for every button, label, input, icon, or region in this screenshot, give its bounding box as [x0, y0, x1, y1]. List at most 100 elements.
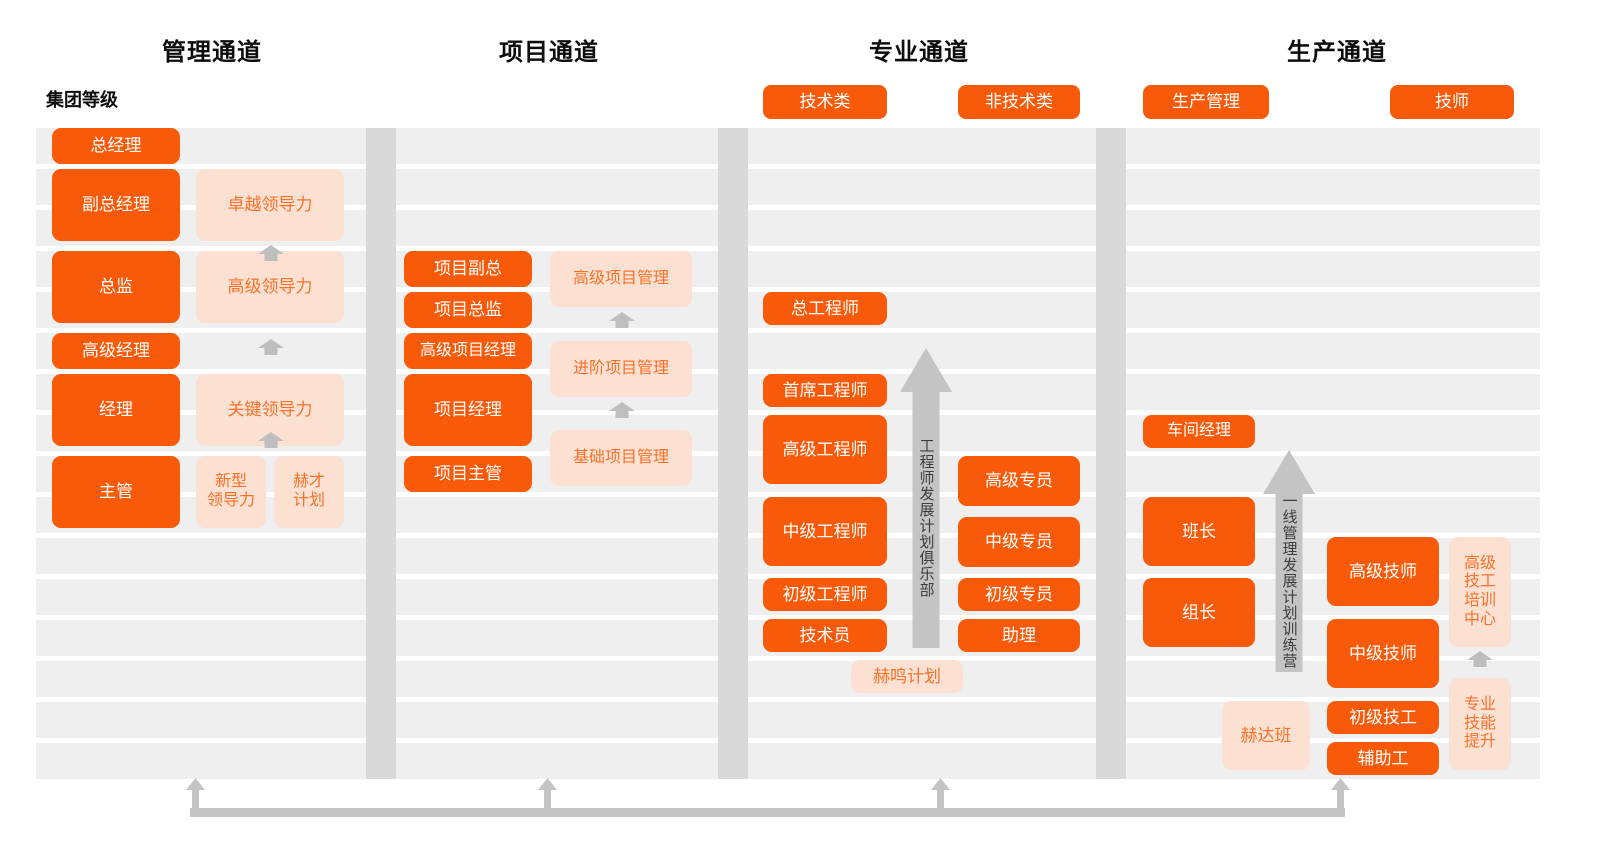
position-box-label: 总工程师	[791, 298, 859, 318]
position-box-chuji-zhuanyuan[interactable]: 初级专员	[958, 578, 1080, 611]
grade-row	[36, 128, 1540, 164]
subcategory-pill-2[interactable]: 生产管理	[1143, 85, 1269, 119]
position-box-zuzhang[interactable]: 组长	[1143, 578, 1255, 647]
position-box-label: 新型领导力	[206, 473, 255, 509]
position-box-zhongji-zhuanyuan[interactable]: 中级专员	[958, 517, 1080, 567]
position-box-label: 高级经理	[82, 341, 150, 361]
position-box-label: 进阶项目管理	[572, 359, 669, 377]
position-box-zhuli[interactable]: 助理	[958, 619, 1080, 652]
grade-row	[36, 333, 1540, 369]
position-box-label: 初级技工	[1349, 707, 1417, 727]
position-box-heda-ban[interactable]: 赫达班	[1222, 701, 1310, 770]
position-box-gaoji-lingdaoli[interactable]: 高级领导力	[196, 251, 344, 323]
position-box-zongjingli[interactable]: 总经理	[52, 128, 180, 164]
position-box-label: 首席工程师	[782, 380, 868, 400]
subcategory-pill-0[interactable]: 技术类	[763, 85, 887, 119]
position-box-xiangmu-jingli[interactable]: 项目经理	[404, 374, 532, 446]
position-box-label: 主管	[99, 482, 133, 502]
arrow-xiangmu-1-icon	[609, 312, 635, 328]
position-box-zongjian[interactable]: 总监	[52, 251, 180, 323]
position-box-label: 中级工程师	[782, 521, 868, 541]
arrow-jigong-1-icon	[1467, 651, 1493, 667]
position-box-label: 中级技师	[1349, 643, 1417, 663]
position-box-label: 组长	[1182, 602, 1216, 622]
position-box-zhongji-gongchengshi[interactable]: 中级工程师	[763, 497, 887, 566]
position-box-zhuoyue-lingdaoli[interactable]: 卓越领导力	[196, 169, 344, 241]
position-box-gaoji-gongchengshi[interactable]: 高级工程师	[763, 415, 887, 484]
position-box-banzhang[interactable]: 班长	[1143, 497, 1255, 566]
position-box-zhuanye-jineng-tisheng[interactable]: 专业技能提升	[1449, 678, 1511, 770]
bottom-connector-svg	[186, 778, 1350, 817]
arrow-guanli-1-icon	[258, 245, 284, 261]
channel-title-0: 管理通道	[162, 39, 262, 66]
position-box-label: 专业技能提升	[1463, 696, 1496, 751]
gongchengshi-fazhan-jihua-julebu-arrow: 工程师发展计划俱乐部	[900, 348, 952, 648]
position-box-label: 高级项目经理	[419, 341, 516, 359]
grade-row	[36, 702, 1540, 738]
position-box-label: 班长	[1182, 521, 1216, 541]
position-box-gaoji-jigong-peixun-zhongxin[interactable]: 高级技工培训中心	[1449, 537, 1511, 647]
position-box-label: 总经理	[90, 136, 142, 156]
position-box-label: 辅助工	[1357, 748, 1409, 768]
channel-title-2: 专业通道	[869, 39, 969, 66]
position-box-label: 关键领导力	[227, 400, 313, 420]
position-box-fuzongjingli[interactable]: 副总经理	[52, 169, 180, 241]
position-box-label: 技术员	[799, 625, 851, 645]
subcategory-pill-3[interactable]: 技师	[1390, 85, 1514, 119]
position-box-gaojijingli[interactable]: 高级经理	[52, 333, 180, 369]
position-box-label: 卓越领导力	[227, 195, 313, 215]
position-box-label: 赫达班	[1240, 725, 1292, 745]
position-box-gaoji-zhuanyuan[interactable]: 高级专员	[958, 456, 1080, 506]
position-box-heming-jihua[interactable]: 赫鸣计划	[851, 660, 963, 693]
position-box-zhuguan[interactable]: 主管	[52, 456, 180, 528]
position-box-jichu-xiangmu-guanli[interactable]: 基础项目管理	[550, 430, 692, 486]
position-box-chuji-jigong[interactable]: 初级技工	[1327, 701, 1439, 734]
position-box-jinjie-xiangmu-guanli[interactable]: 进阶项目管理	[550, 341, 692, 397]
position-box-gaoji-xiangmu-jingli[interactable]: 高级项目经理	[404, 333, 532, 369]
position-box-label: 经理	[99, 400, 133, 420]
position-box-xinxing-lingdaoli[interactable]: 新型领导力	[196, 456, 266, 528]
position-box-hecai-jihua[interactable]: 赫才计划	[274, 456, 344, 528]
position-box-zonggongchengshi[interactable]: 总工程师	[763, 292, 887, 325]
position-box-label: 初级专员	[985, 584, 1053, 604]
position-box-gaoji-xiangmu-guanli[interactable]: 高级项目管理	[550, 251, 692, 307]
position-box-label: 初级工程师	[782, 584, 868, 604]
channel-divider-2	[1096, 128, 1126, 779]
group-grade-label: 集团等级	[46, 90, 118, 110]
position-box-label: 高级技师	[1349, 561, 1417, 581]
position-box-gaoji-jishi[interactable]: 高级技师	[1327, 537, 1439, 606]
position-box-label: 高级领导力	[227, 277, 313, 297]
position-box-label: 项目总监	[434, 300, 502, 320]
channel-divider-0	[366, 128, 396, 779]
position-box-label: 中级专员	[985, 532, 1053, 552]
arrow-guanli-3-icon	[258, 432, 284, 448]
position-box-xiangmu-zhuguan[interactable]: 项目主管	[404, 456, 532, 492]
position-box-label: 助理	[1002, 625, 1036, 645]
bottom-connector	[0, 770, 1600, 830]
position-box-xiangmu-zongjian[interactable]: 项目总监	[404, 292, 532, 328]
position-box-jingli[interactable]: 经理	[52, 374, 180, 446]
position-box-label: 车间经理	[1166, 422, 1231, 440]
position-box-label: 总监	[99, 277, 133, 297]
gongchengshi-fazhan-jihua-julebu-label: 工程师发展计划俱乐部	[917, 438, 935, 598]
position-box-label: 副总经理	[82, 195, 150, 215]
position-box-label: 高级工程师	[782, 439, 868, 459]
position-box-label: 基础项目管理	[572, 448, 669, 466]
position-box-shouxi-gongchengshi[interactable]: 首席工程师	[763, 374, 887, 407]
position-box-label: 项目主管	[434, 464, 502, 484]
position-box-label: 高级专员	[985, 471, 1053, 491]
channel-divider-1	[718, 128, 748, 779]
position-box-xiangmu-fuzong[interactable]: 项目副总	[404, 251, 532, 287]
position-box-zhongji-jishi[interactable]: 中级技师	[1327, 619, 1439, 688]
yixian-guanli-fazhan-jihua-xunlianying-arrow: 一线管理发展计划训练营	[1263, 450, 1315, 672]
position-box-chejian-jingli[interactable]: 车间经理	[1143, 415, 1255, 448]
arrow-xiangmu-2-icon	[609, 402, 635, 418]
position-box-chuji-gongchengshi[interactable]: 初级工程师	[763, 578, 887, 611]
position-box-fuzhugong[interactable]: 辅助工	[1327, 742, 1439, 775]
channel-title-3: 生产通道	[1287, 39, 1387, 66]
position-box-jishuyuan[interactable]: 技术员	[763, 619, 887, 652]
position-box-label: 项目副总	[434, 259, 502, 279]
channel-title-1: 项目通道	[499, 39, 599, 66]
subcategory-pill-1[interactable]: 非技术类	[958, 85, 1080, 119]
